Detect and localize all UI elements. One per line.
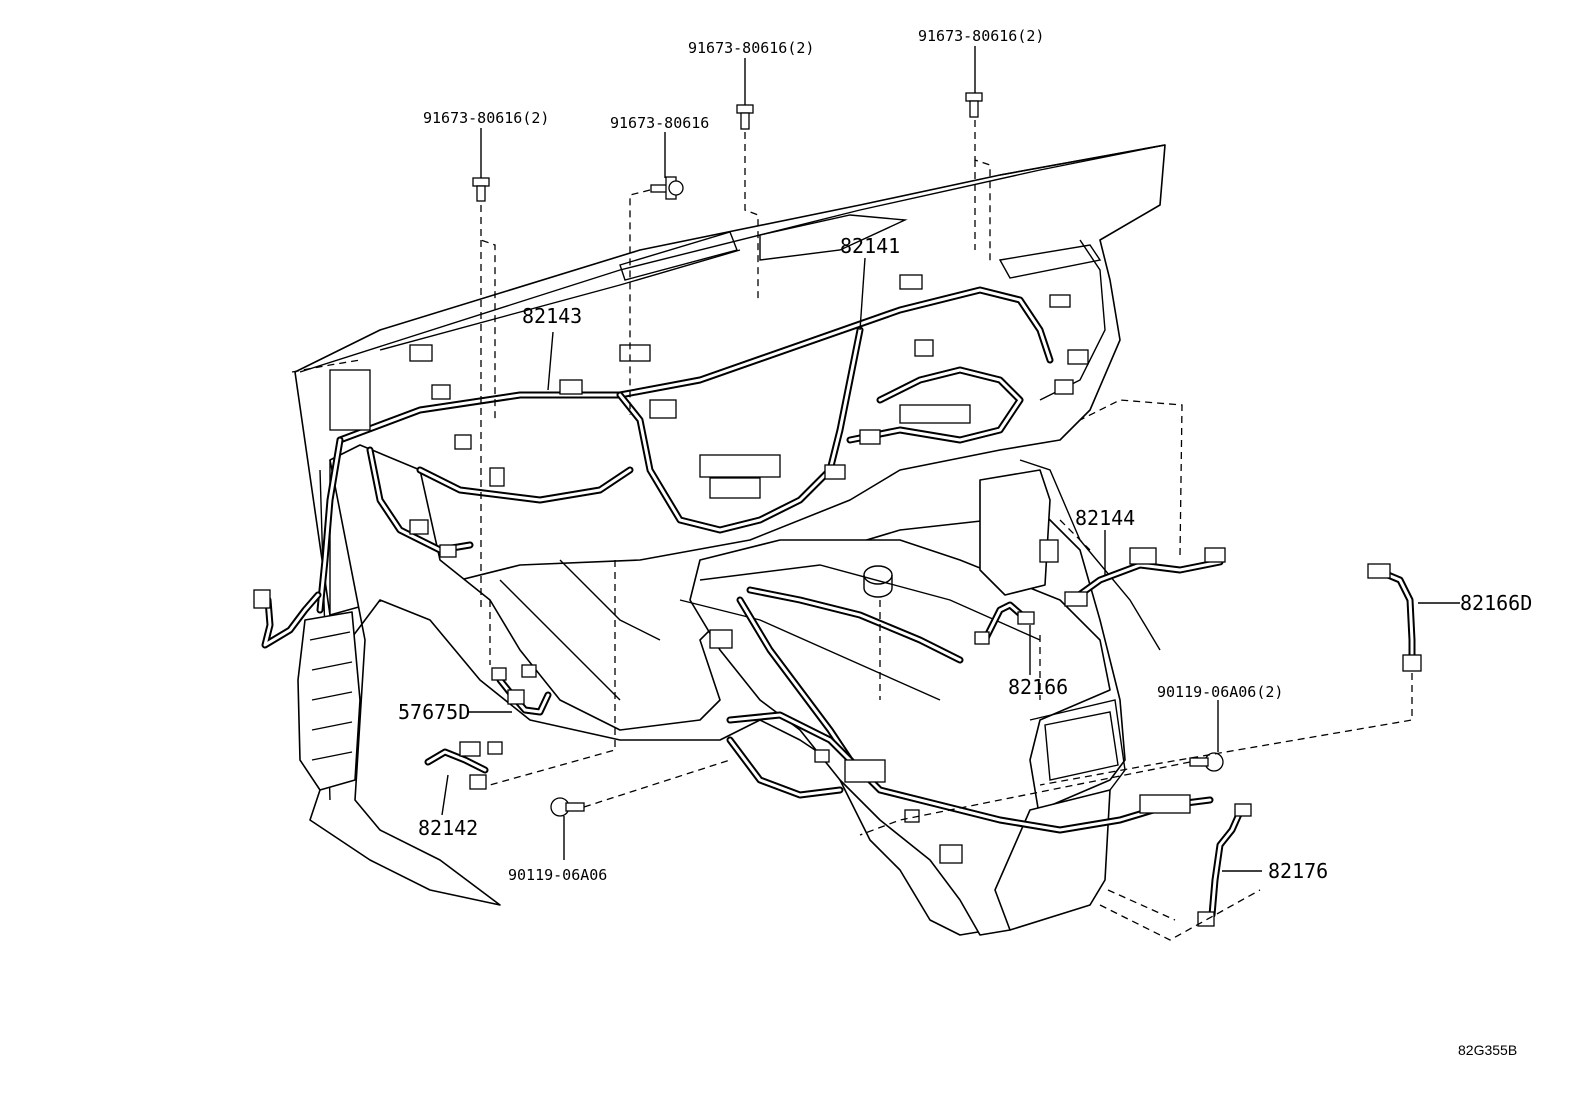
- bolt-icon: [965, 92, 983, 118]
- sub-harness-82144: [1064, 547, 1226, 607]
- callout-bolt-center: 91673-80616: [610, 114, 709, 132]
- callout-82166D: 82166D: [1460, 591, 1532, 615]
- harness-connectors: [297, 274, 1191, 864]
- sub-harness-left-connector: [253, 589, 322, 649]
- sub-harness-82142: [424, 741, 503, 790]
- bolts: [472, 92, 1224, 817]
- sub-harness-82166: [974, 601, 1035, 645]
- callout-82143: 82143: [522, 304, 582, 328]
- callout-bolt-left: 91673-80616(2): [423, 109, 549, 127]
- sub-harness-82166D: [1367, 563, 1422, 672]
- bolt-icon: [736, 104, 754, 130]
- callout-bolt-90119-2: 90119-06A06(2): [1157, 683, 1283, 701]
- sub-harness-82176: [1197, 803, 1252, 927]
- callout-bolt-top-right: 91673-80616(2): [918, 27, 1044, 45]
- leader-lines: [441, 46, 1460, 872]
- assembly-dashed-lines: [291, 120, 1413, 941]
- bolt-icon: [472, 177, 490, 202]
- bolt-icon: [550, 797, 585, 817]
- callout-57675D: 57675D: [398, 700, 470, 724]
- callout-82141: 82141: [840, 234, 900, 258]
- bolt-icon: [1189, 752, 1224, 772]
- bolt-icon: [650, 176, 684, 200]
- callout-bolt-top-center: 91673-80616(2): [688, 39, 814, 57]
- figure-code: 82G355B: [1458, 1042, 1517, 1058]
- callout-82144: 82144: [1075, 506, 1135, 530]
- callout-82166: 82166: [1008, 675, 1068, 699]
- callout-82142: 82142: [418, 816, 478, 840]
- callout-bolt-90119: 90119-06A06: [508, 866, 607, 884]
- wire-harness-main: [316, 286, 1214, 834]
- callout-82176: 82176: [1268, 859, 1328, 883]
- callout-labels: 91673-80616(2) 91673-80616(2) 91673-8061…: [398, 27, 1532, 884]
- sub-harness-57675D: [491, 664, 552, 716]
